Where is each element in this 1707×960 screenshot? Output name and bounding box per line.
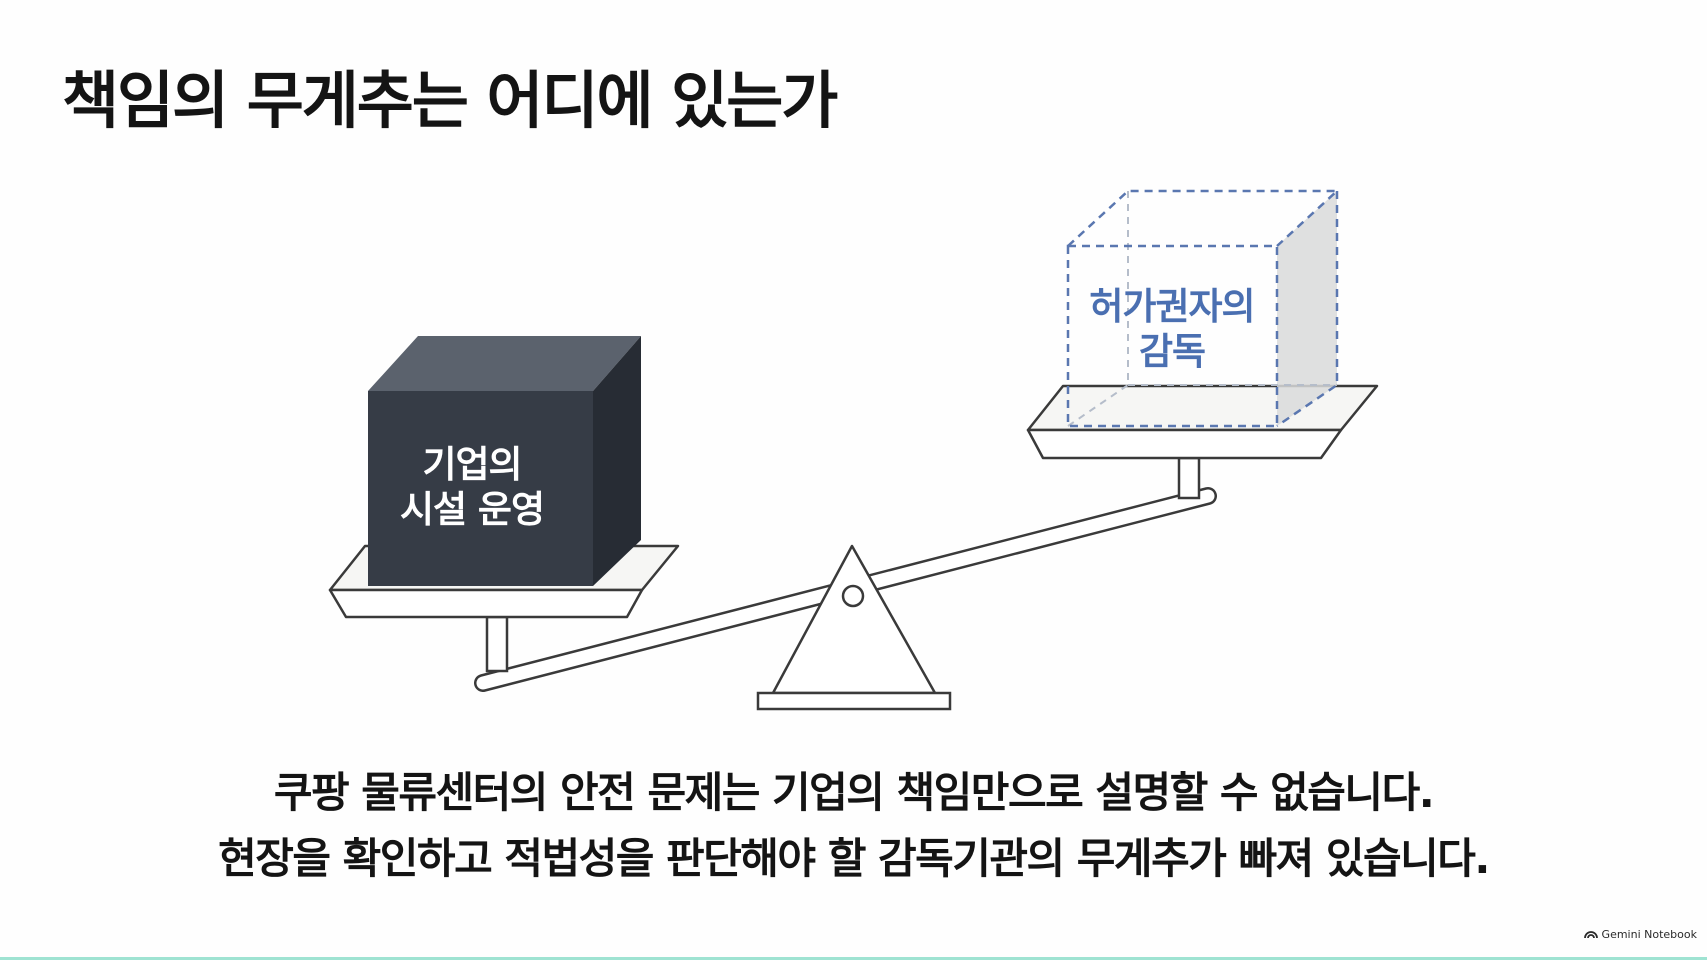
corporate-weight-label-line1: 기업의 bbox=[422, 443, 522, 486]
slide-caption: 쿠팡 물류센터의 안전 문제는 기업의 책임만으로 설명할 수 없습니다. 현장… bbox=[0, 760, 1707, 892]
gemini-notebook-icon bbox=[1583, 931, 1598, 939]
left-pan-post bbox=[485, 615, 509, 673]
caption-line-1: 쿠팡 물류센터의 안전 문제는 기업의 책임만으로 설명할 수 없습니다. bbox=[273, 768, 1435, 817]
right-pan-post bbox=[1177, 456, 1201, 500]
oversight-weight-cube bbox=[1066, 189, 1341, 428]
gemini-notebook-badge: Gemini Notebook bbox=[1583, 928, 1697, 941]
corporate-weight-cube bbox=[368, 336, 641, 586]
oversight-weight-label-line2: 감독 bbox=[1138, 330, 1206, 374]
caption-line-2: 현장을 확인하고 적법성을 판단해야 할 감독기관의 무게추가 빠져 있습니다. bbox=[218, 834, 1490, 883]
gemini-notebook-label: Gemini Notebook bbox=[1601, 928, 1697, 941]
fulcrum bbox=[756, 544, 952, 711]
slide-title: 책임의 무게추는 어디에 있는가 bbox=[62, 64, 838, 137]
corporate-weight-label-line2: 시설 운영 bbox=[399, 488, 545, 532]
corporate-weight-label: 기업의 시설 운영 bbox=[372, 442, 572, 532]
oversight-weight-label: 허가권자의 감독 bbox=[1062, 284, 1282, 374]
accent-bottom-line bbox=[0, 957, 1707, 960]
oversight-weight-label-line1: 허가권자의 bbox=[1089, 285, 1255, 328]
right-pan bbox=[1026, 384, 1379, 460]
